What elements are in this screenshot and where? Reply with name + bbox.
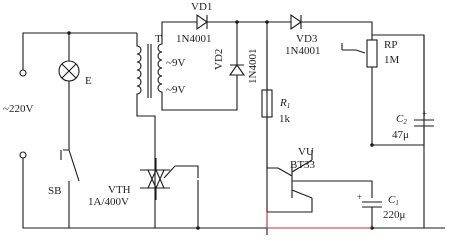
c1-capacitor-icon [362,201,382,208]
lamp-icon [58,60,80,82]
c1-value: 220μ [383,209,406,221]
mains-wire [22,32,445,229]
switch-label: SB [48,185,62,197]
vd3-diode-icon [290,13,302,31]
mains-terminal-top [19,69,27,77]
switch-sb-icon [68,149,80,228]
vd1-part: 1N4001 [176,33,212,45]
secondary-a-label: ~9V [166,57,186,69]
c1-polarity: + [357,192,363,202]
vd3-part: 1N4001 [285,45,321,57]
rp-value: 1M [384,54,400,66]
vd2-part: 1N4001 [247,48,259,84]
c2-polarity: + [422,109,428,119]
ground-trace [266,212,372,229]
vd2-designator: VD2 [213,48,225,70]
secondary-b-label: ~9V [166,84,186,96]
thyristor-rating: 1A/400V [88,196,129,208]
vu-designator: VU [298,146,314,158]
vd3-designator: VD3 [296,33,318,45]
r1-value: 1k [279,113,290,125]
transformer-secondary-coil [157,32,238,111]
transformer-label: T [155,33,162,45]
mains-label: ~220V [3,103,34,115]
thyristor-designator: VTH [108,184,131,196]
thyristor-vth-icon [140,158,170,200]
lamp-label: E [85,75,92,87]
transformer-core [147,44,152,98]
vd1-designator: VD1 [191,1,213,13]
transformer-primary-coil [136,33,156,228]
vd1-diode-icon [196,13,208,31]
vd2-diode-icon [228,64,246,76]
c2-value: 47μ [392,129,409,141]
vu-part: BT33 [290,159,316,171]
r1-designator: R1 [280,97,291,110]
c2-designator: C2 [396,113,407,126]
rp-designator: RP [384,39,398,51]
mains-terminal-bottom [19,151,27,159]
rp-potentiometer-icon [366,39,378,68]
c1-designator: C1 [388,194,399,207]
